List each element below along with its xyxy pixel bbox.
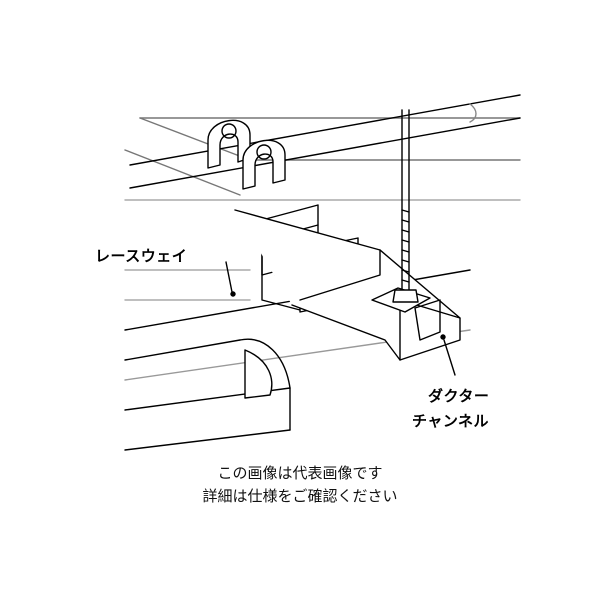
raceway-label: レースウェイ xyxy=(95,247,188,265)
ceiling-beams xyxy=(124,117,521,381)
caption-line-2: 詳細は仕様をご確認ください xyxy=(202,487,398,505)
duct-channel-label-line1: ダクター xyxy=(428,387,490,405)
caption-line-1: この画像は代表画像です xyxy=(217,464,383,482)
pipe xyxy=(129,94,521,189)
duct-channel-label-line2: チャンネル xyxy=(412,412,490,430)
duct-channel xyxy=(234,209,461,361)
leader-lines xyxy=(225,261,456,376)
pipe-clamp xyxy=(207,119,286,190)
threaded-rod xyxy=(392,109,419,303)
